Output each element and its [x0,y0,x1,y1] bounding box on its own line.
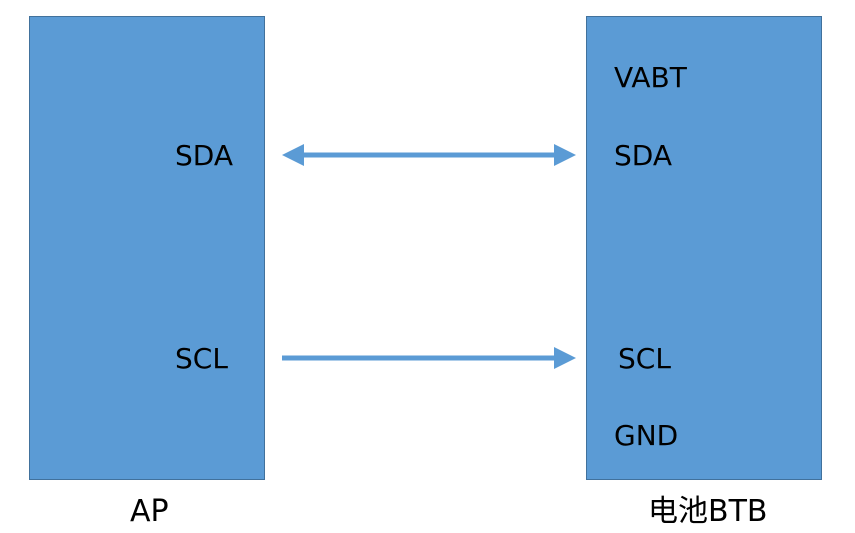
ap-pin-scl: SCL [175,342,228,375]
sda-bidirectional-arrow [282,144,576,166]
ap-block [29,16,265,480]
scl-arrow [282,347,576,369]
btb-pin-vabt: VABT [614,61,687,94]
btb-pin-sda: SDA [614,139,672,172]
ap-pin-sda: SDA [175,139,233,172]
battery-btb-block [586,16,822,480]
ap-caption: AP [130,494,169,529]
btb-pin-gnd: GND [614,419,679,452]
battery-btb-caption: 电池BTB [648,494,768,529]
btb-pin-scl: SCL [618,342,671,375]
